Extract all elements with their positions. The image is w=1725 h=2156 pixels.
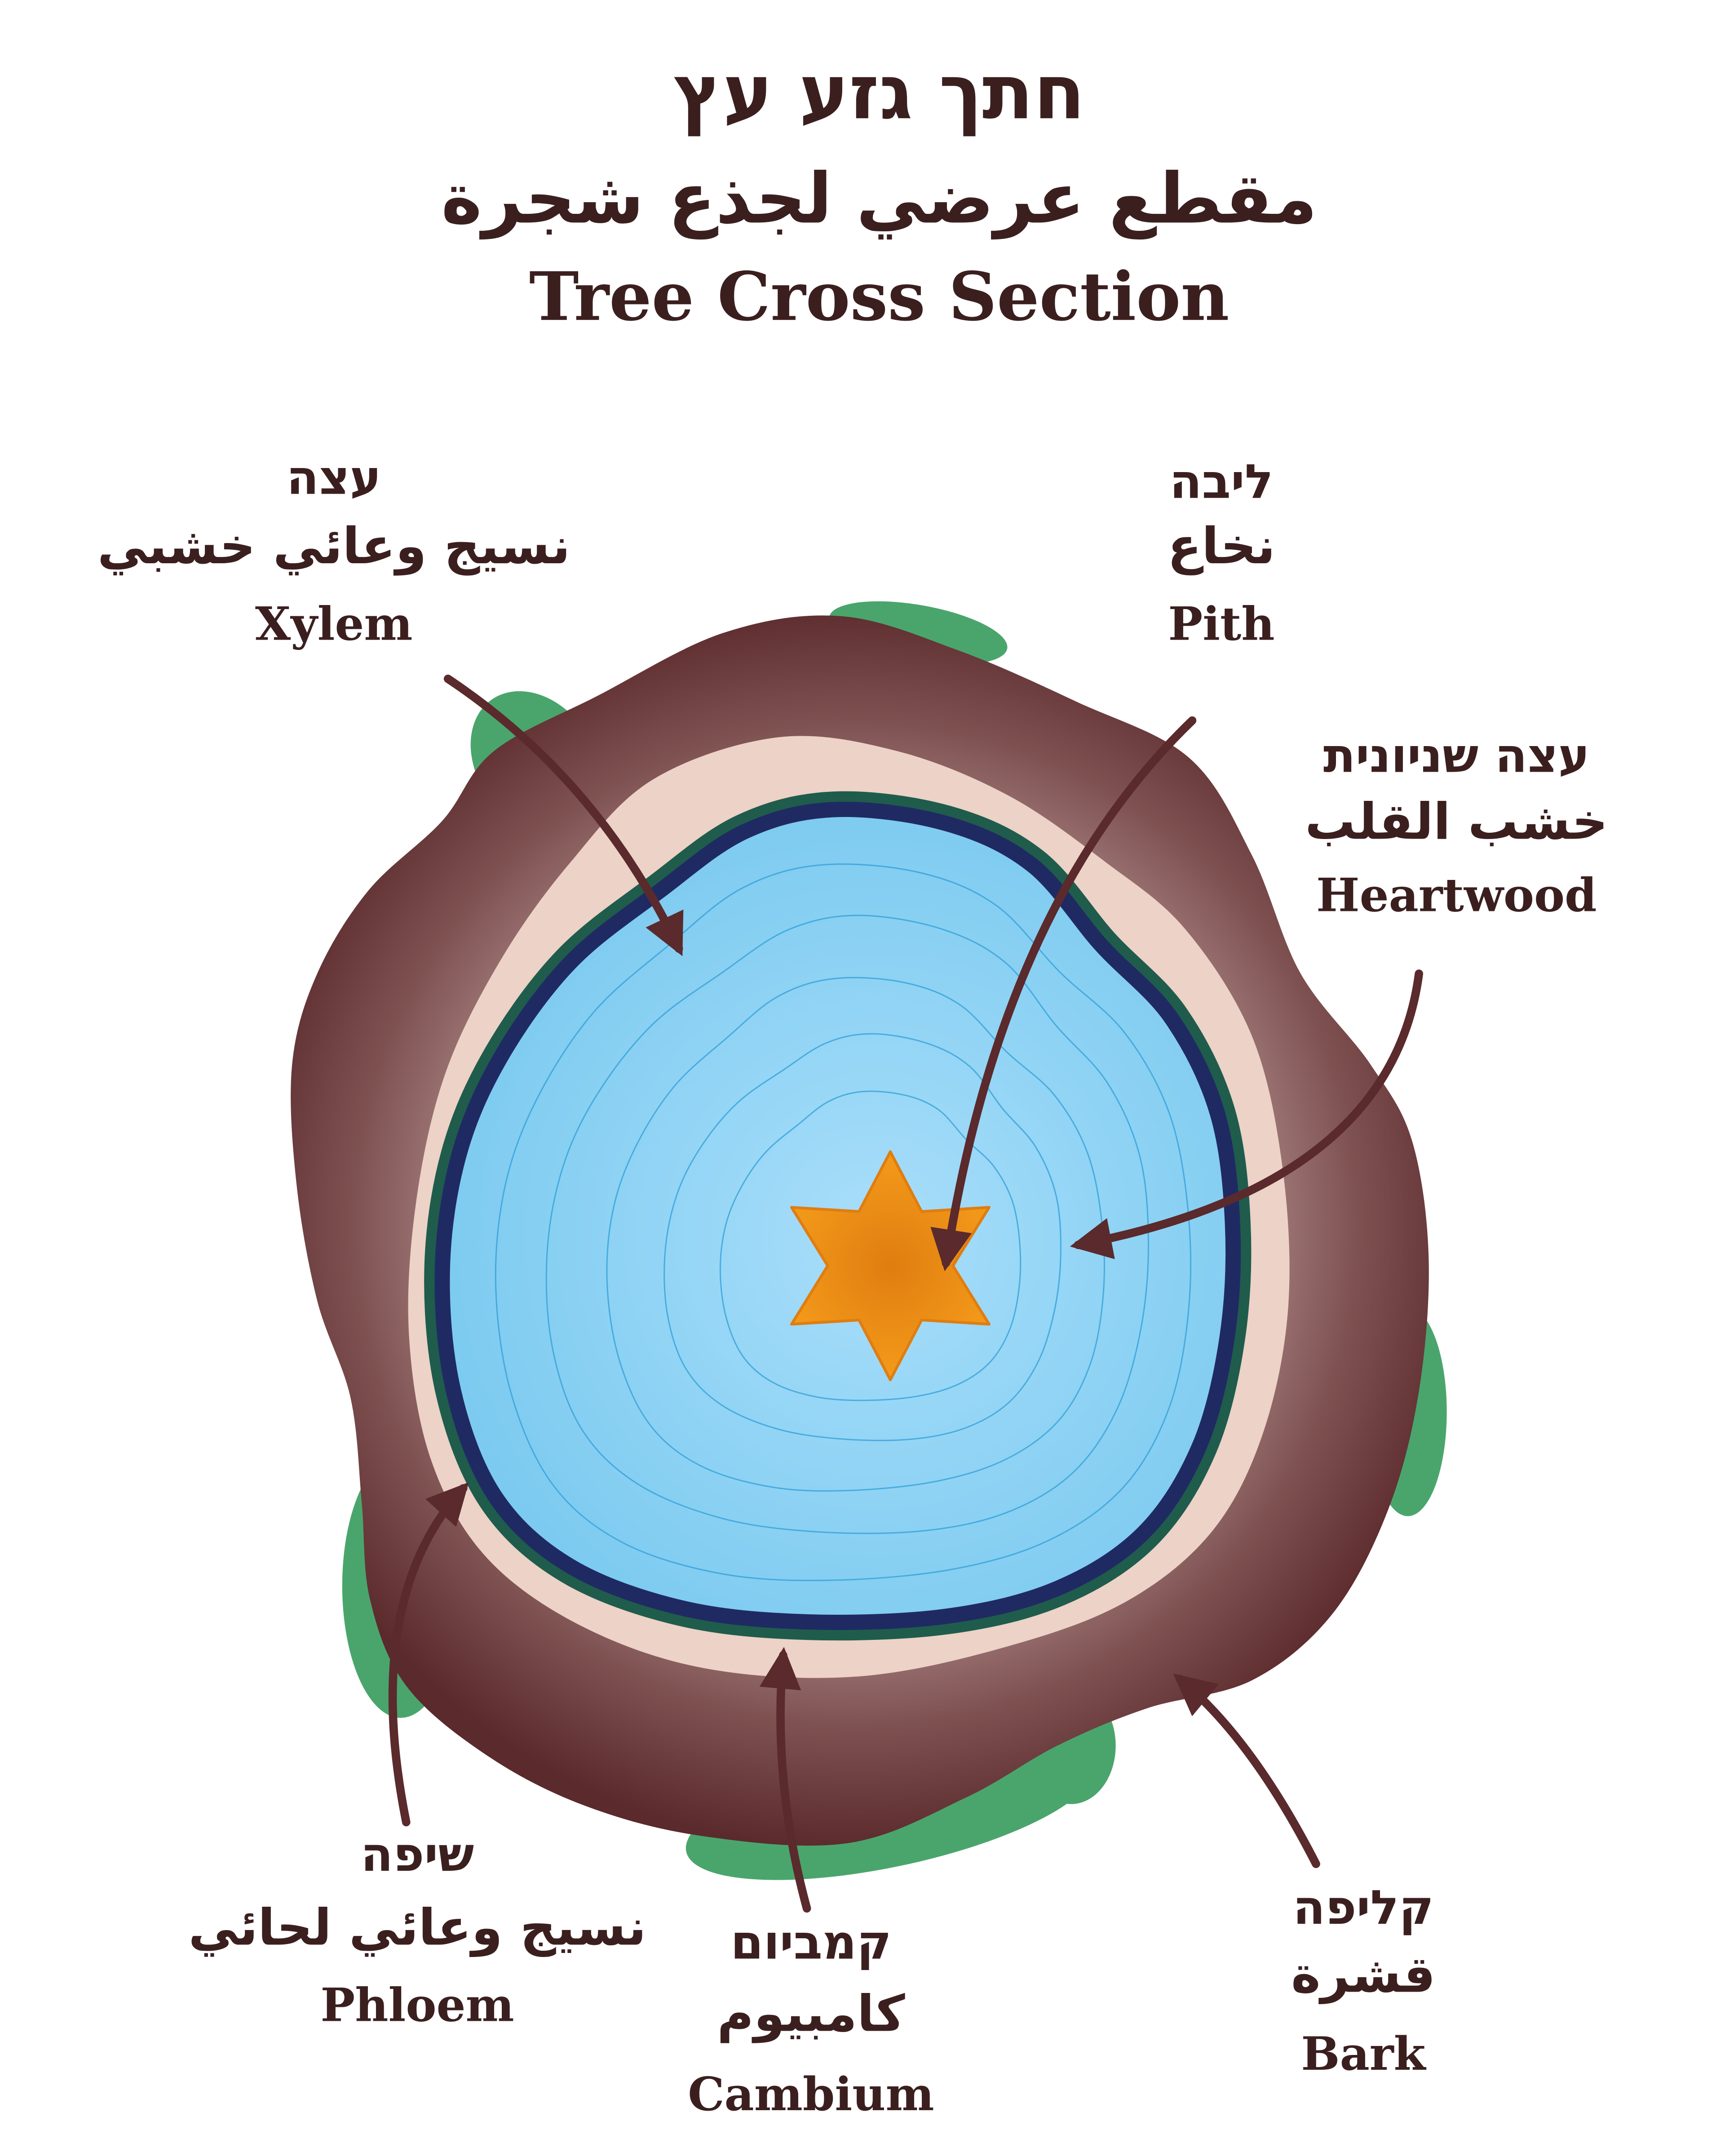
bark-label-hebrew: קליפה <box>1293 1880 1434 1935</box>
arrows <box>388 674 1423 1913</box>
growth-ring <box>656 1024 1072 1450</box>
pith-label-english: Pith <box>1168 597 1274 651</box>
label-heartwood: עצה שניונית خشب القلب Heartwood <box>1305 728 1608 923</box>
heartwood-label-english: Heartwood <box>1316 868 1597 922</box>
title-block: חתך גזע עץ مقطع عرضي لجذع شجرة Tree Cros… <box>441 49 1317 336</box>
xylem-label-arabic: نسيج وعائي خشبي <box>97 517 571 576</box>
label-xylem: עצה نسيج وعائي خشبي Xylem <box>97 450 571 651</box>
cambium-label-arabic: كامبيوم <box>717 1985 905 2043</box>
title-arabic: مقطع عرضي لجذع شجرة <box>441 158 1317 239</box>
bark-label-english: Bark <box>1301 2027 1426 2081</box>
trunk-cross-section <box>291 601 1447 1880</box>
heartwood-label-arabic: خشب القلب <box>1305 793 1608 851</box>
growth-rings <box>474 847 1207 1598</box>
phloem-label-hebrew: שיפה <box>361 1827 474 1882</box>
label-phloem: שיפה نسيج وعائي لحائي Phloem <box>188 1827 646 2032</box>
phloem-label-english: Phloem <box>320 1979 514 2032</box>
growth-ring <box>714 1086 1026 1405</box>
pith-label-arabic: نخاع <box>1168 517 1275 575</box>
bark-label-arabic: قشرة <box>1291 1946 1436 2004</box>
growth-ring <box>587 961 1119 1507</box>
phloem-label-arabic: نسيج وعائي لحائي <box>188 1899 646 1957</box>
cambium-label-hebrew: קמביום <box>730 1914 891 1970</box>
xylem-arrow <box>443 674 684 956</box>
xylem-label-english: Xylem <box>255 597 413 651</box>
heartwood-label-hebrew: עצה שניונית <box>1323 728 1590 783</box>
phloem-arrow <box>388 1482 469 1827</box>
pith-label-hebrew: ליבה <box>1169 454 1273 509</box>
bark-arrow <box>1173 1673 1320 1868</box>
pith-star <box>790 1150 991 1382</box>
label-pith: ליבה نخاع Pith <box>1168 454 1275 651</box>
growth-ring <box>538 905 1160 1543</box>
label-bark: קליפה قشرة Bark <box>1291 1880 1436 2081</box>
heartwood-arrow <box>1070 969 1423 1259</box>
cambium-arrow <box>759 1647 811 1913</box>
title-hebrew: חתך גזע עץ <box>673 49 1085 136</box>
label-cambium: קמביום كامبيوم Cambium <box>688 1914 934 2121</box>
cambium-label-english: Cambium <box>688 2068 934 2121</box>
title-english: Tree Cross Section <box>529 257 1229 336</box>
growth-ring <box>474 847 1207 1598</box>
xylem-label-hebrew: עצה <box>287 450 381 505</box>
pith-arrow <box>930 716 1197 1272</box>
